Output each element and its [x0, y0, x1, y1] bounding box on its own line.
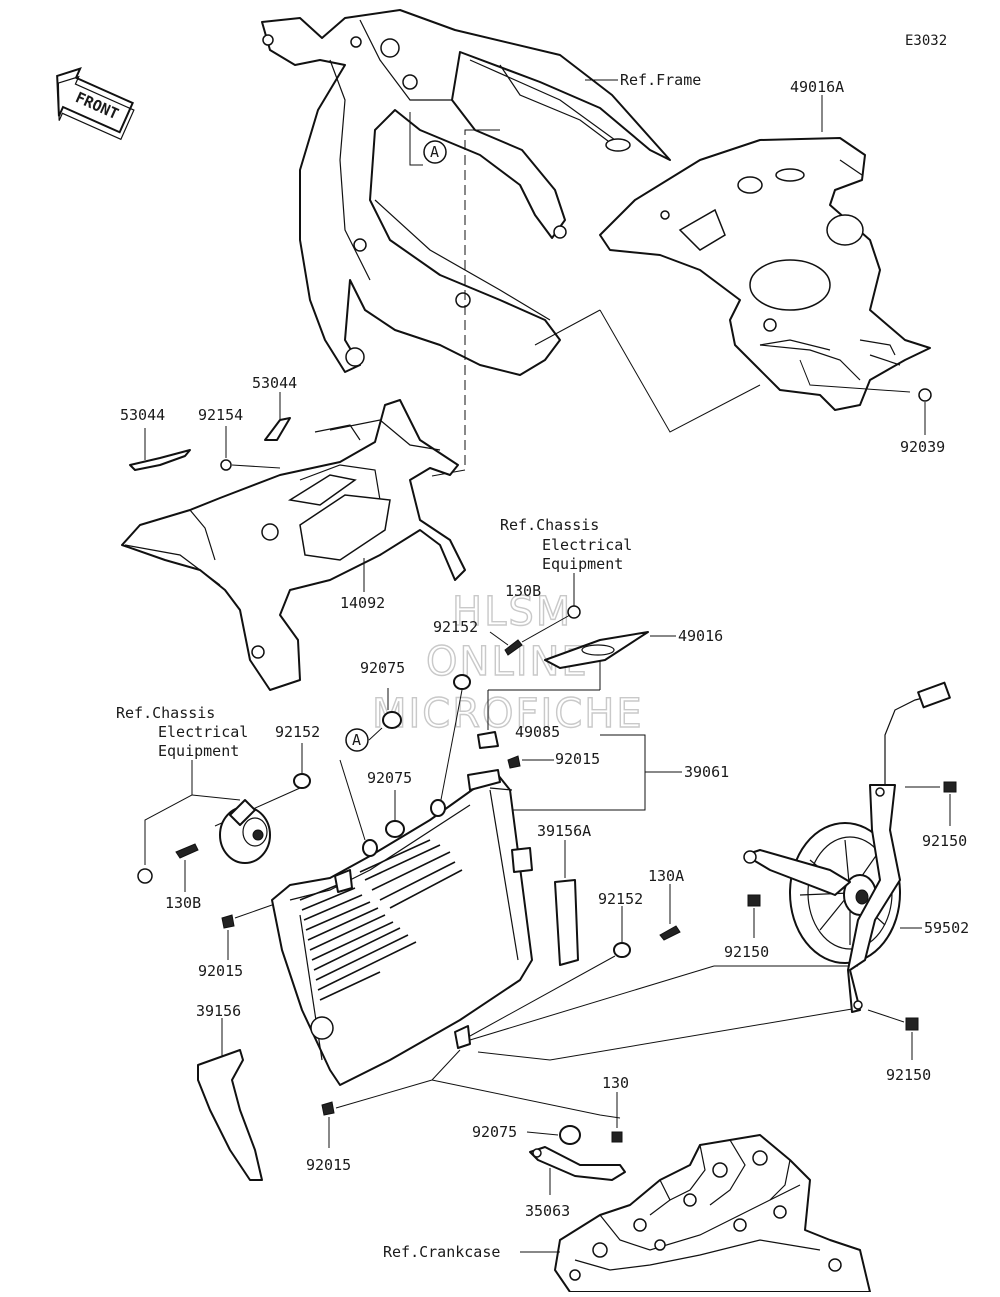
clip-92015-low-icon — [321, 1101, 335, 1116]
watermark: HLSM ONLINE MICROFICHE — [371, 588, 644, 737]
ref-crankcase-label: Ref.Crankcase — [383, 1243, 500, 1261]
fan-59502 — [743, 681, 951, 1013]
radiator-39061 — [271, 769, 533, 1086]
cap-ref-chassis-icon — [137, 868, 153, 884]
part-92015-left: 92015 — [198, 962, 243, 980]
clip-92015-top-icon — [507, 755, 521, 769]
screw-92154-icon — [220, 459, 232, 471]
part-35063: 35063 — [525, 1202, 570, 1220]
callout-a-lower — [345, 728, 369, 752]
strip-53044-right — [264, 417, 291, 441]
callout-a-lower-label: A — [352, 731, 361, 749]
front-arrow-icon: FRONT — [56, 67, 135, 141]
guard-39156A — [554, 879, 579, 966]
collar-92152-mid — [293, 773, 311, 789]
diagram-code: E3032 — [905, 33, 947, 49]
part-130: 130 — [602, 1074, 629, 1092]
horn-icon — [219, 799, 271, 864]
part-39156: 39156 — [196, 1002, 241, 1020]
callout-a-top — [423, 140, 447, 164]
collar-92152-low — [613, 942, 631, 958]
part-92039: 92039 — [900, 438, 945, 456]
watermark-line-1: HLSM — [452, 589, 572, 635]
part-53044-right: 53044 — [252, 374, 297, 392]
crankcase-part — [554, 1134, 871, 1293]
part-49085: 49085 — [515, 723, 560, 741]
bolt-130-icon — [611, 1131, 623, 1143]
strip-53044-left — [129, 449, 191, 471]
part-92152-top: 92152 — [433, 618, 478, 636]
bracket-35063 — [529, 1146, 626, 1181]
part-130A: 130A — [648, 867, 684, 885]
part-39061: 39061 — [684, 763, 729, 781]
ref-chassis-1-line-2: Electrical — [542, 536, 632, 554]
grommet-92075-mid — [385, 820, 405, 838]
ref-chassis-2-line-3: Equipment — [158, 742, 239, 760]
bolt-130A-icon — [659, 925, 681, 941]
grommet-radiator-left — [362, 839, 378, 857]
bolt-92150-mid-icon — [747, 894, 761, 907]
part-130B-top: 130B — [505, 582, 541, 600]
part-92150-mid: 92150 — [724, 943, 769, 961]
grommet-92075-upper — [382, 711, 402, 729]
bolt-92150-low-icon — [905, 1017, 919, 1031]
part-92015-top: 92015 — [555, 750, 600, 768]
part-92150-top: 92150 — [922, 832, 967, 850]
part-92152-mid: 92152 — [275, 723, 320, 741]
ref-frame-label: Ref.Frame — [620, 71, 701, 89]
part-49016: 49016 — [678, 627, 723, 645]
part-49016A: 49016A — [790, 78, 844, 96]
part-59502: 59502 — [924, 919, 969, 937]
part-92150-low: 92150 — [886, 1066, 931, 1084]
callout-a-top-label: A — [430, 143, 439, 161]
part-39156A: 39156A — [537, 822, 591, 840]
plate-49016 — [544, 631, 649, 669]
cover-49016A — [599, 137, 931, 411]
ref-chassis-1-line-3: Equipment — [542, 555, 623, 573]
part-92075-mid: 92075 — [367, 769, 412, 787]
part-53044-left: 53044 — [120, 406, 165, 424]
frame-part — [261, 9, 671, 376]
guard-39156 — [197, 1049, 263, 1181]
bolt-92150-top-icon — [943, 781, 957, 793]
rubber-49085 — [477, 731, 499, 749]
part-92015-low: 92015 — [306, 1156, 351, 1174]
part-14092: 14092 — [340, 594, 385, 612]
bolt-130B-left-icon — [175, 843, 199, 859]
grommet-radiator-right — [430, 799, 446, 817]
shroud-14092 — [121, 399, 466, 691]
ref-chassis-1-line-1: Ref.Chassis — [500, 516, 599, 534]
part-92154: 92154 — [198, 406, 243, 424]
pipe-39156A — [511, 847, 533, 873]
part-92075-top: 92075 — [360, 659, 405, 677]
part-92152-low: 92152 — [598, 890, 643, 908]
grommet-92075-low — [559, 1125, 581, 1145]
part-130B-left: 130B — [165, 894, 201, 912]
bolt-92039-icon — [918, 388, 932, 402]
watermark-line-3: MICROFICHE — [372, 691, 644, 737]
grommet-92075-top — [453, 674, 471, 690]
bolt-130B-top-icon — [504, 639, 523, 656]
ref-chassis-2-line-2: Electrical — [158, 723, 248, 741]
part-92075-low: 92075 — [472, 1123, 517, 1141]
ref-chassis-2-line-1: Ref.Chassis — [116, 704, 215, 722]
clip-92015-left-icon — [221, 914, 235, 929]
